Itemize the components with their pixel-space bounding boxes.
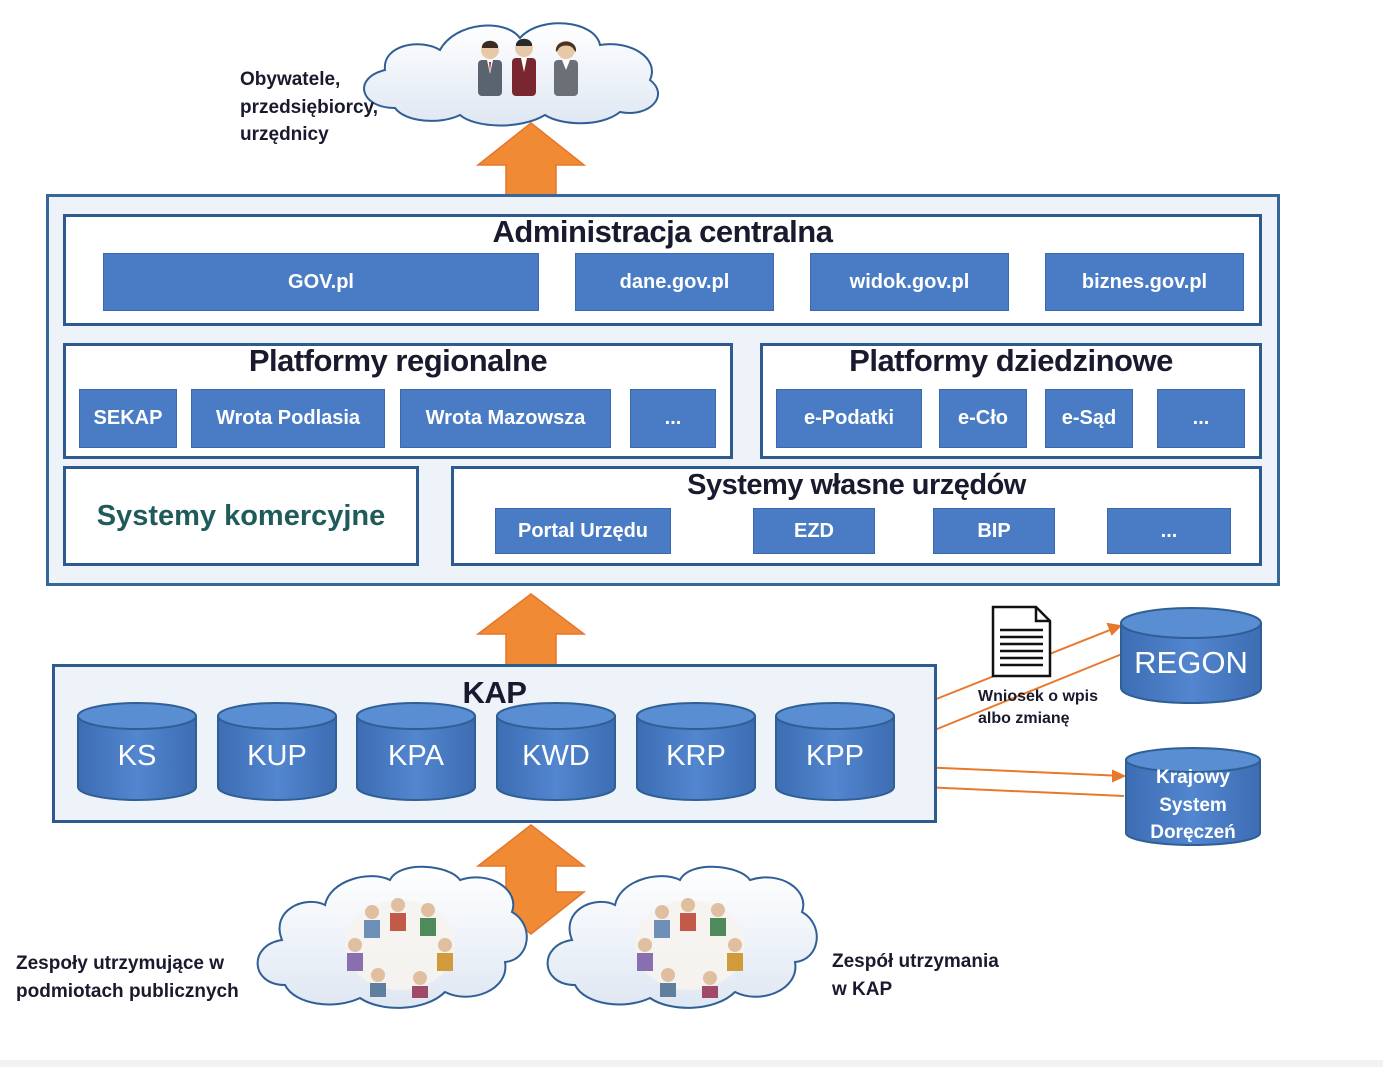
kap-title: KAP — [462, 675, 527, 710]
team-left-icon — [345, 898, 455, 998]
commercial-title: Systemy komercyjne — [96, 499, 386, 532]
database-krp-icon[interactable] — [636, 702, 756, 801]
public-teams-label: Zespoły utrzymujące w podmiotach publicz… — [16, 950, 276, 1005]
audience-label: Obywatele, przedsiębiorcy, urzędnicy — [240, 66, 440, 149]
ksd-line: Doręczeń — [1150, 822, 1236, 844]
e-podatki-button[interactable]: e-Podatki — [776, 389, 922, 448]
audience-line: Obywatele, — [240, 69, 341, 90]
offices-more-button[interactable]: ... — [1107, 508, 1231, 554]
public-teams-line: Zespoły utrzymujące w — [16, 953, 225, 974]
e-sad-button[interactable]: e-Sąd — [1045, 389, 1133, 448]
wrota-mazowsza-button[interactable]: Wrota Mazowsza — [400, 389, 611, 448]
document-icon — [991, 605, 1052, 678]
wrota-podlasia-button[interactable]: Wrota Podlasia — [191, 389, 385, 448]
widok-gov-pl-button[interactable]: widok.gov.pl — [810, 253, 1009, 311]
domain-more-button[interactable]: ... — [1157, 389, 1245, 448]
regon-label: REGON — [1134, 645, 1248, 680]
document-caption-line: Wniosek o wpis — [978, 688, 1099, 705]
regional-title: Platformy regionalne — [248, 343, 548, 378]
kap-team-label: Zespół utrzymania w KAP — [832, 948, 1052, 1003]
dane-gov-pl-button[interactable]: dane.gov.pl — [575, 253, 774, 311]
database-label: KPA — [388, 740, 444, 772]
bip-button[interactable]: BIP — [933, 508, 1055, 554]
database-kpa-icon[interactable] — [356, 702, 476, 801]
database-kpp-icon[interactable] — [775, 702, 895, 801]
ksd-label: Krajowy System Doręczeń — [1126, 764, 1260, 847]
portal-urzedu-button[interactable]: Portal Urzędu — [495, 508, 671, 554]
biznes-gov-pl-button[interactable]: biznes.gov.pl — [1045, 253, 1244, 311]
domain-title: Platformy dziedzinowe — [849, 343, 1173, 378]
public-teams-line: podmiotach publicznych — [16, 980, 239, 1002]
e-clo-button[interactable]: e-Cło — [939, 389, 1027, 448]
bottom-strip — [0, 1060, 1383, 1067]
ksd-database-icon — [1125, 747, 1261, 846]
document-caption: Wniosek o wpis albo zmianę — [978, 686, 1138, 729]
commercial-systems-box: Systemy komercyjne — [63, 466, 419, 566]
kap-team-line: Zespół utrzymania — [832, 951, 999, 972]
sekap-button[interactable]: SEKAP — [79, 389, 177, 448]
document-caption-line: albo zmianę — [978, 709, 1070, 727]
regon-database-icon — [1120, 607, 1262, 704]
ezd-button[interactable]: EZD — [753, 508, 875, 554]
regional-more-button[interactable]: ... — [630, 389, 716, 448]
database-label: KWD — [522, 740, 590, 772]
database-label: KRP — [666, 740, 726, 772]
database-kup-icon[interactable] — [217, 702, 337, 801]
central-title: Administracja centralna — [492, 214, 833, 249]
database-ks-icon[interactable] — [77, 702, 197, 801]
audience-line: przedsiębiorcy, — [240, 96, 378, 118]
ksd-line: System — [1159, 794, 1227, 816]
kap-team-line: w KAP — [832, 978, 893, 1000]
top-cloud — [363, 22, 660, 127]
audience-line: urzędnicy — [240, 124, 329, 146]
team-right-icon — [635, 898, 745, 998]
database-label: KPP — [805, 740, 865, 772]
offices-title: Systemy własne urzędów — [687, 469, 1026, 501]
database-label: KUP — [247, 740, 307, 772]
database-kwd-icon[interactable] — [496, 702, 616, 801]
people-icon — [478, 38, 578, 96]
gov-pl-button[interactable]: GOV.pl — [103, 253, 539, 311]
ksd-line: Krajowy — [1156, 767, 1230, 788]
database-label: KS — [117, 740, 157, 772]
